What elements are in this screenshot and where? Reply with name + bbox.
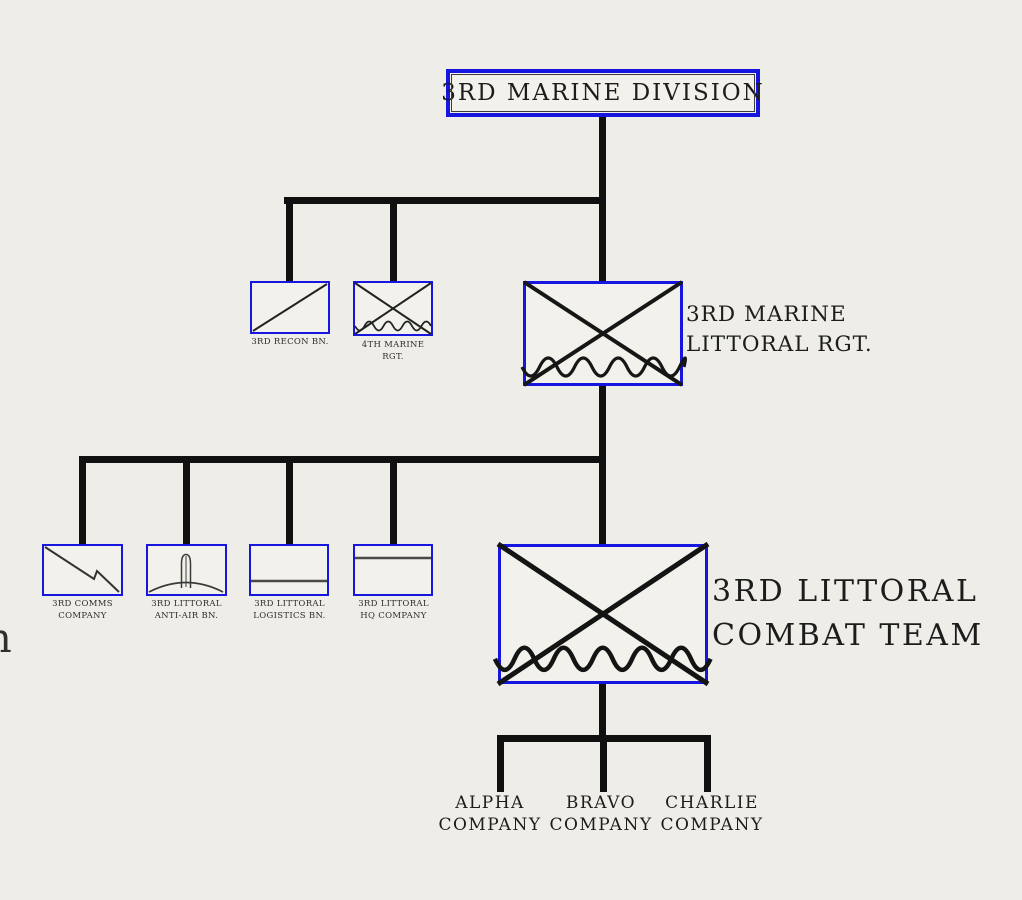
connector-mlr-stem [599, 386, 606, 461]
connector-drop-alpha [497, 735, 504, 792]
infantry-wave-icon [492, 541, 713, 687]
clipped-edge-letter: n [0, 616, 12, 662]
unit-box-3rd-littoral-hq-company [353, 544, 433, 596]
label-3rd-comms-company: 3RD COMMS COMPANY [52, 599, 113, 621]
division-title: 3RD MARINE DIVISION [441, 80, 765, 106]
label-3rd-littoral-logistics-bn: 3RD LITTORAL LOGISTICS BN. [253, 599, 326, 621]
infantry-wave-icon [520, 280, 687, 387]
connector-drop-hq [390, 456, 397, 544]
connector-drop-charlie [704, 735, 711, 792]
label-alpha-company: ALPHA COMPANY [438, 793, 542, 835]
label-3rd-marine-littoral-rgt: 3RD MARINE LITTORAL RGT. [686, 302, 873, 357]
unit-box-3rd-littoral-logistics-bn [249, 544, 329, 596]
connector-tier1-rail [284, 197, 606, 204]
label-3rd-littoral-hq-company: 3RD LITTORAL HQ COMPANY [358, 599, 429, 621]
air-defense-dome-icon [148, 553, 224, 593]
unit-box-3rd-littoral-combat-team [492, 541, 713, 687]
recon-diagonal-icon [252, 283, 328, 332]
logistics-bar-icon [251, 579, 327, 583]
connector-drop-bravo [600, 735, 607, 792]
infantry-wave-icon [354, 282, 432, 335]
connector-drop-combat-team [599, 456, 606, 544]
unit-box-3rd-littoral-anti-air-bn [146, 544, 227, 596]
connector-drop-logistics [286, 456, 293, 544]
connector-drop-littoral-rgt [599, 204, 606, 281]
connector-tier2-rail [79, 456, 606, 463]
connector-drop-fourth-marine [390, 197, 397, 281]
unit-box-3rd-recon-bn [250, 281, 330, 334]
signal-bolt-icon [44, 546, 120, 593]
unit-box-3rd-marine-littoral-rgt [520, 280, 687, 387]
label-bravo-company: BRAVO COMPANY [549, 793, 653, 835]
unit-box-3rd-comms-company [42, 544, 123, 596]
connector-lct-stem [599, 684, 606, 738]
connector-root-stem [599, 117, 606, 204]
label-4th-marine-rgt: 4TH MARINE RGT. [361, 340, 425, 362]
hq-bar-icon [355, 556, 431, 560]
label-3rd-littoral-anti-air-bn: 3RD LITTORAL ANTI-AIR BN. [151, 599, 222, 621]
label-charlie-company: CHARLIE COMPANY [660, 793, 764, 835]
label-3rd-recon-bn: 3RD RECON BN. [251, 337, 329, 347]
connector-drop-recon [286, 197, 293, 281]
unit-box-3rd-marine-division: 3RD MARINE DIVISION [441, 69, 765, 117]
connector-drop-comms [79, 456, 86, 544]
unit-box-4th-marine-rgt [353, 281, 433, 336]
connector-drop-anti-air [183, 456, 190, 544]
label-3rd-littoral-combat-team: 3RD LITTORAL COMBAT TEAM [712, 574, 984, 653]
